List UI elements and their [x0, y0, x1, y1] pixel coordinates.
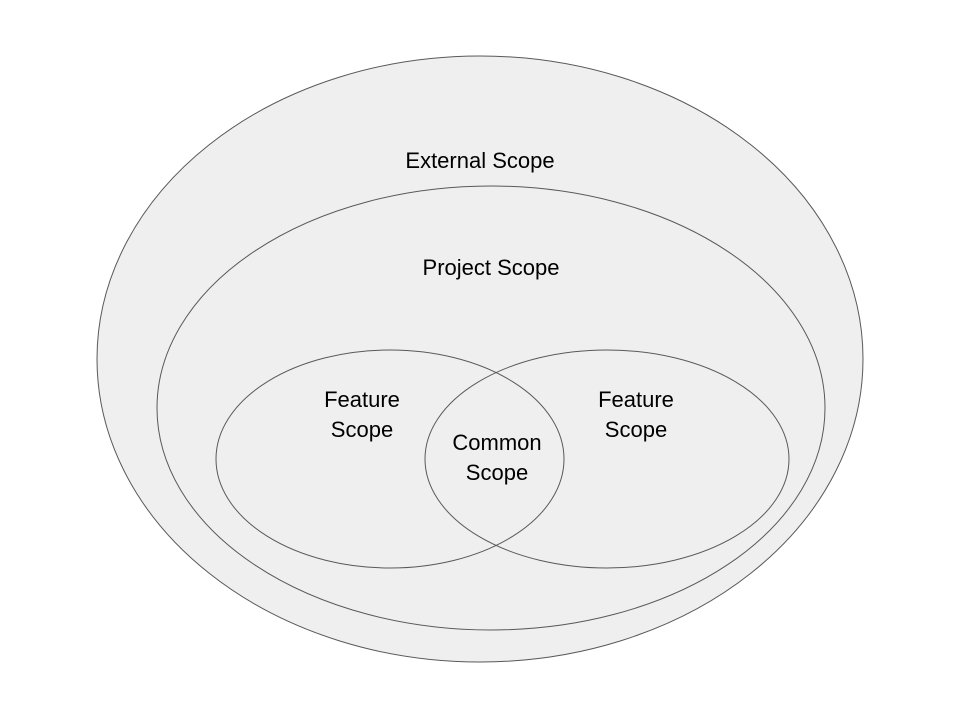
external-scope-label: External Scope — [405, 148, 554, 173]
common-scope-label-line2: Scope — [466, 460, 528, 485]
common-scope-label-line1: Common — [452, 430, 541, 455]
feature-scope-left-label-line2: Scope — [331, 417, 393, 442]
feature-scope-right-ellipse — [424, 349, 790, 569]
feature-scope-left-label-line1: Feature — [324, 387, 400, 412]
feature-scope-right-label-line2: Scope — [605, 417, 667, 442]
feature-scope-right-label-line1: Feature — [598, 387, 674, 412]
project-scope-label: Project Scope — [423, 255, 560, 280]
feature-scope-left-ellipse — [215, 349, 565, 569]
